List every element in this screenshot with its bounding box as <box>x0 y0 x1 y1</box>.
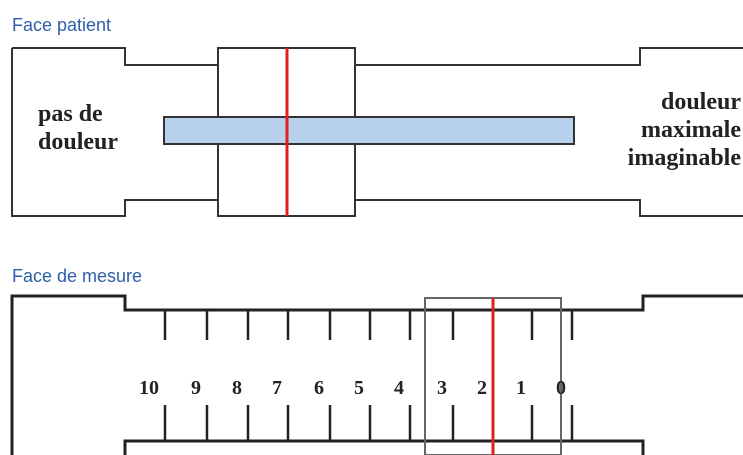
scale-label-4: 4 <box>394 377 404 399</box>
scale-label-2: 2 <box>477 377 487 399</box>
scale-label-0: 0 <box>556 377 566 399</box>
max-pain-label-line1: douleur <box>660 89 741 115</box>
scale-label-3: 3 <box>437 377 447 399</box>
scale-label-9: 9 <box>191 377 201 399</box>
scale-label-10: 10 <box>139 377 159 399</box>
no-pain-label-line2: douleur <box>38 129 119 155</box>
max-pain-label: douleur maximale imaginable <box>593 88 741 172</box>
scale-label-6: 6 <box>314 377 324 399</box>
patient-blue-bar <box>163 116 575 145</box>
patient-face-title: Face patient <box>12 15 112 35</box>
no-pain-label-line1: pas de <box>38 101 103 127</box>
scale-label-8: 8 <box>232 377 242 399</box>
measure-ruler-outline <box>10 294 743 455</box>
max-pain-label-line3: imaginable <box>627 145 741 171</box>
max-pain-label-line2: maximale <box>641 117 741 143</box>
scale-label-1: 1 <box>516 377 526 399</box>
scale-label-7: 7 <box>272 377 282 399</box>
measure-face-title: Face de mesure <box>12 266 143 286</box>
no-pain-label: pas de douleur <box>38 100 118 156</box>
scale-label-5: 5 <box>354 377 364 399</box>
